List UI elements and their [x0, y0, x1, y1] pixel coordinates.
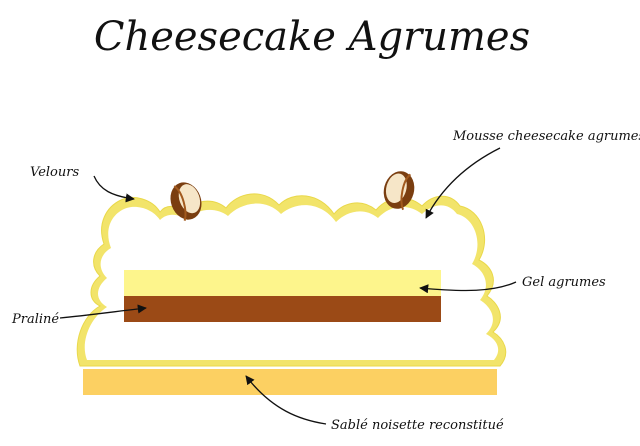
label-sable: Sablé noisette reconstitué	[331, 418, 504, 433]
arrow-gel	[419, 281, 517, 294]
praline-layer	[124, 296, 441, 322]
arrow-praline	[59, 304, 147, 319]
diagram-title: Cheesecake Agrumes	[94, 14, 530, 60]
hazelnut-left	[170, 182, 202, 221]
arrow-sable	[245, 375, 327, 425]
hazelnut-right	[383, 171, 415, 211]
label-gel: Gel agrumes	[522, 275, 606, 290]
arrow-mousse	[425, 147, 501, 219]
label-velours: Velours	[30, 165, 79, 180]
arrow-velours	[93, 175, 135, 203]
sable-layer	[83, 369, 497, 395]
gel-layer	[124, 270, 441, 296]
label-mousse: Mousse cheesecake agrumes	[452, 129, 640, 144]
label-praline: Praliné	[11, 312, 59, 327]
